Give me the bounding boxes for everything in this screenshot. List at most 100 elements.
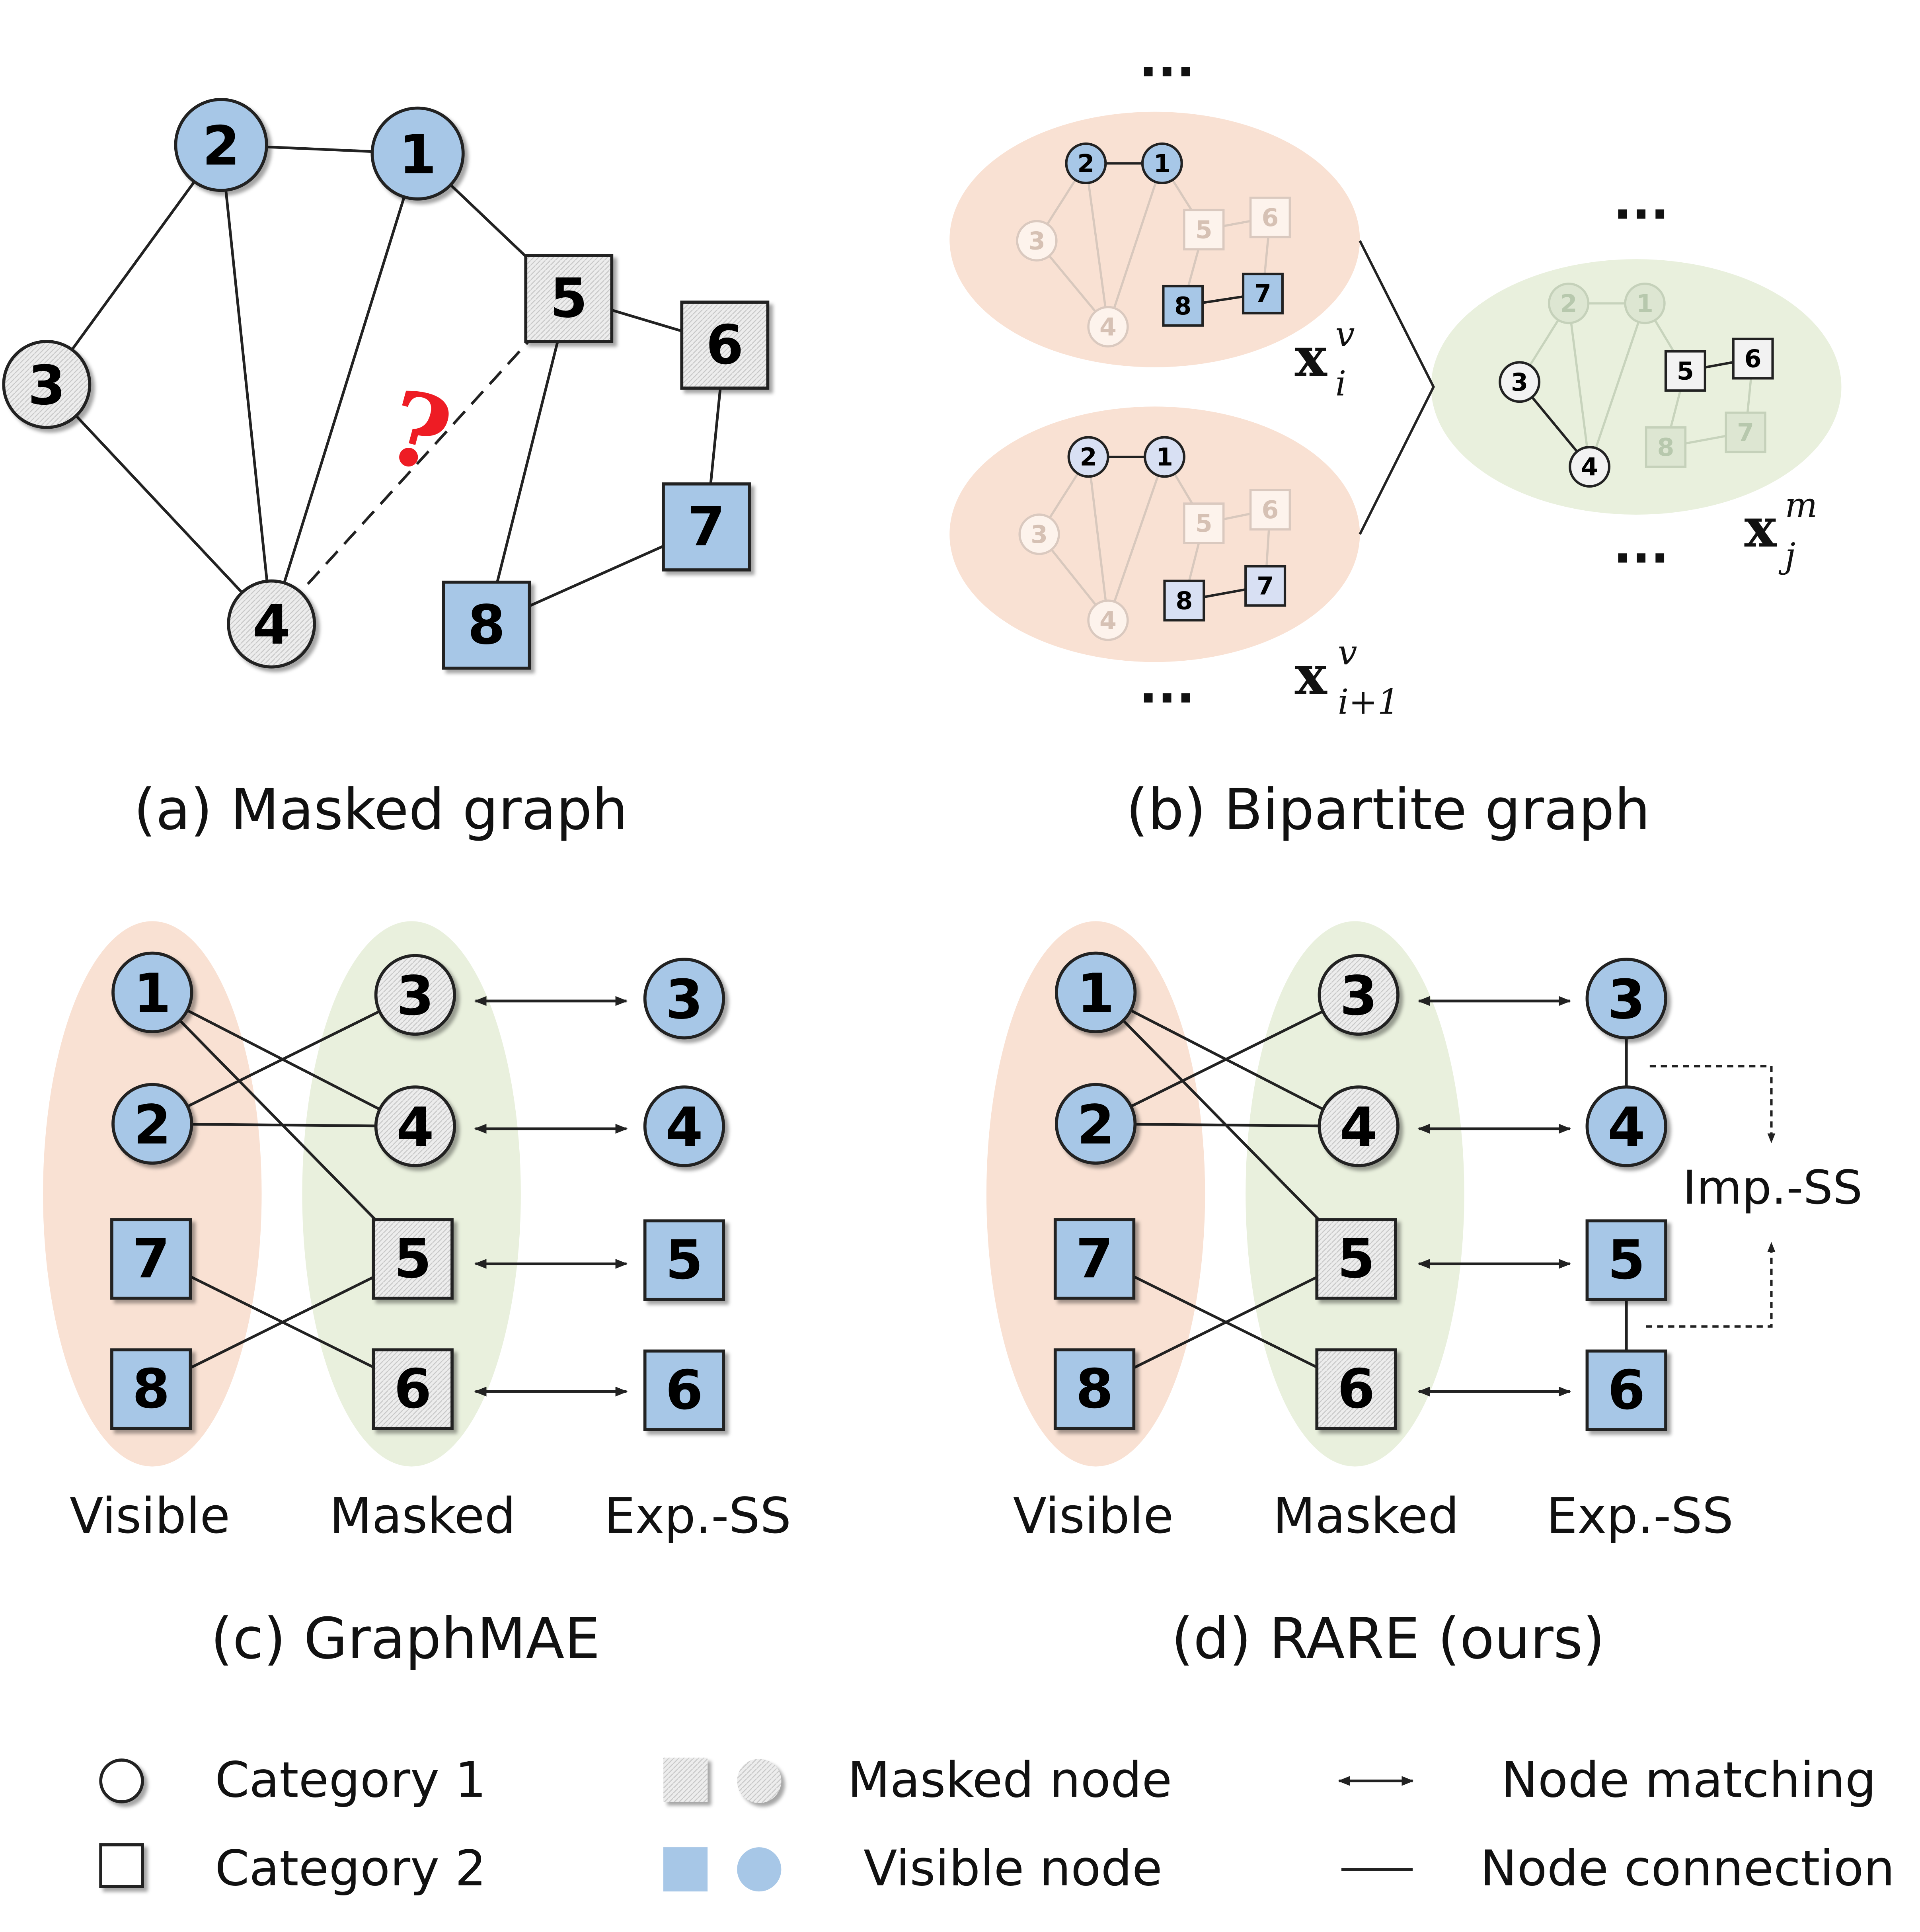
node-label: 1 — [1156, 443, 1173, 472]
node-label: 3 — [28, 354, 66, 417]
visible-circle-icon — [737, 1847, 782, 1892]
svg-text:4: 4 — [1099, 606, 1117, 635]
column-label-masked: Masked — [329, 1487, 516, 1545]
caption-c: (c) GraphMAE — [211, 1606, 600, 1672]
visible-region — [986, 921, 1205, 1467]
svg-text:x: x — [1745, 496, 1777, 560]
node-label: 1 — [134, 962, 172, 1025]
svg-text:m: m — [1785, 486, 1817, 525]
node-label: 1 — [399, 123, 437, 186]
node-label: 7 — [1076, 1228, 1113, 1290]
label-xi1-v: x v i+1 — [1295, 633, 1400, 722]
imp-ss-label: Imp.-SS — [1683, 1160, 1863, 1215]
legend-node-matching: Node matching — [1501, 1752, 1876, 1809]
question-mark: ? — [375, 367, 462, 496]
edge-3-4 — [45, 383, 273, 625]
svg-text:7: 7 — [1737, 418, 1754, 447]
node-label: 4 — [396, 1096, 434, 1159]
node-label: 8 — [1076, 1358, 1113, 1421]
masked-region — [1246, 921, 1464, 1467]
node-label: 3 — [396, 965, 434, 1028]
label-xj-m: x m j — [1745, 486, 1818, 576]
edge-2-3 — [45, 144, 222, 385]
label-xi-v: x v i — [1295, 315, 1355, 404]
node-label: 2 — [1077, 149, 1094, 178]
svg-text:6: 6 — [1261, 496, 1279, 524]
node-label: 5 — [665, 1229, 703, 1292]
column-label-expss: Exp.-SS — [1546, 1487, 1733, 1545]
node-label: 3 — [1340, 965, 1378, 1028]
svg-text:4: 4 — [1099, 312, 1117, 341]
imp-ss-arrows — [1646, 1065, 1776, 1328]
caption-d: (d) RARE (ours) — [1171, 1606, 1605, 1672]
visible-square-icon — [663, 1847, 708, 1892]
node-label: 6 — [394, 1358, 432, 1421]
bipartite-bracket — [1359, 240, 1435, 535]
node-label: 7 — [132, 1228, 170, 1290]
node-label: 8 — [468, 594, 505, 657]
node-label: 6 — [706, 314, 744, 377]
svg-text:v: v — [1335, 315, 1355, 355]
masked-region — [302, 921, 521, 1467]
panel-a-nodes: 2 1 3 4 5 6 7 — [2, 98, 770, 670]
panel-b: 3 4 5 6 2 1 8 7 — [949, 31, 1842, 843]
caption-b: (b) Bipartite graph — [1126, 777, 1650, 843]
svg-text:v: v — [1338, 633, 1357, 673]
masked-circle-icon — [737, 1758, 782, 1803]
node-label: 2 — [1080, 443, 1097, 472]
node-label: 5 — [1677, 357, 1694, 386]
node-label: 8 — [1175, 587, 1193, 615]
node-label: 3 — [1608, 968, 1645, 1031]
node-5: 5 — [524, 254, 614, 343]
legend-node-connection: Node connection — [1480, 1840, 1895, 1897]
panel-a-edges — [45, 143, 726, 626]
panel-a: ? 2 1 3 4 5 6 — [2, 98, 770, 843]
edge-5-8 — [485, 297, 570, 626]
svg-text:j: j — [1778, 536, 1795, 576]
node-label: 5 — [550, 267, 588, 330]
node-label: 5 — [1608, 1229, 1645, 1292]
svg-text:i+1: i+1 — [1338, 682, 1400, 722]
node-label: 4 — [665, 1096, 703, 1159]
node-label: 6 — [1608, 1359, 1645, 1422]
subgraph-xi: 3 4 5 6 2 1 8 7 — [1016, 142, 1291, 347]
node-label: 4 — [253, 594, 290, 657]
node-label: 1 — [1077, 962, 1115, 1025]
svg-text:5: 5 — [1195, 216, 1212, 244]
legend-category2: Category 2 — [215, 1840, 486, 1897]
column-label-visible: Visible — [70, 1487, 230, 1545]
panel-c-matching-arrows — [474, 996, 628, 1397]
panel-d-matching-arrows — [1417, 996, 1571, 1397]
svg-text:6: 6 — [1261, 203, 1279, 232]
node-label: 7 — [688, 496, 725, 558]
svg-text:x: x — [1295, 644, 1327, 707]
node-3: 3 — [2, 340, 92, 429]
node-6: 6 — [680, 301, 770, 390]
node-label: 1 — [1154, 149, 1171, 178]
subgraph-xi1: 3 4 5 6 2 1 8 7 — [1018, 436, 1291, 641]
column-label-masked: Masked — [1273, 1487, 1459, 1545]
column-label-visible: Visible — [1013, 1487, 1173, 1545]
svg-text:8: 8 — [1657, 433, 1674, 462]
caption-a: (a) Masked graph — [134, 777, 628, 843]
node-label: 8 — [132, 1358, 170, 1421]
node-label: 4 — [1340, 1096, 1378, 1159]
legend-visible-node: Visible node — [864, 1840, 1162, 1897]
svg-text:x: x — [1295, 325, 1327, 389]
panel-d: 1 2 7 8 3 4 5 6 3 4 5 6 Imp.-SS V — [986, 921, 1863, 1672]
panel-d-nodes: 1 2 7 8 3 4 5 6 3 4 5 6 — [1053, 951, 1667, 1431]
panel-c-edges — [151, 991, 414, 1388]
legend-category1: Category 1 — [215, 1752, 486, 1809]
legend: Category 1 Category 2 Masked node Visibl… — [99, 1752, 1895, 1897]
node-label: 8 — [1174, 292, 1191, 320]
svg-text:1: 1 — [1636, 289, 1653, 318]
node-label: 7 — [1257, 572, 1274, 601]
panel-c: 1 2 7 8 3 4 5 6 3 4 5 6 Visible — [43, 921, 791, 1672]
node-4: 4 — [227, 579, 316, 669]
node-1: 1 — [370, 106, 465, 201]
node-label: 6 — [1337, 1358, 1375, 1421]
ellipsis-bottom: ... — [1139, 657, 1195, 714]
node-label: 2 — [202, 115, 240, 178]
ellipsis-right-bottom: ... — [1613, 517, 1669, 574]
node-2: 2 — [174, 98, 268, 192]
